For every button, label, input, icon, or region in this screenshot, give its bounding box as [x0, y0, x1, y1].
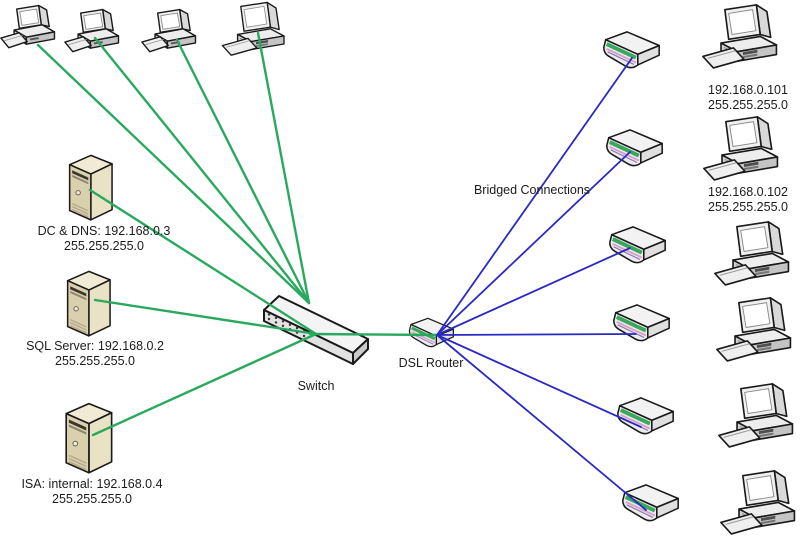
switch-label: Switch [297, 379, 335, 393]
server-isa-label: ISA: internal: 192.168.0.4 255.255.255.0 [2, 477, 182, 507]
remote-pc-1-label: 192.168.0.101 255.255.255.0 [688, 83, 800, 113]
workstation-3-icon [141, 6, 199, 59]
remote-pc-2-icon [701, 114, 787, 190]
modem-1-icon [597, 29, 665, 76]
bridged-link-modem-3 [436, 247, 631, 336]
workstation-2-icon [64, 6, 122, 59]
server-sql-icon [60, 268, 116, 338]
remote-pc-4-icon [714, 295, 800, 371]
remote-pc-2-mask: 255.255.255.0 [708, 200, 788, 214]
remote-pc-1-icon [700, 2, 786, 78]
lan-link-workstation-2 [93, 36, 311, 305]
dsl-router-icon [404, 316, 458, 353]
server-isa-icon [58, 400, 118, 475]
server-sql-name: SQL Server: 192.168.0.2 [26, 339, 164, 353]
bridged-connections-caption: Bridged Connections [473, 183, 591, 197]
remote-pc-3-icon [712, 219, 798, 295]
workstation-1-icon [0, 2, 58, 55]
dsl-router-label: DSL Router [398, 356, 464, 370]
switch-icon [260, 293, 372, 377]
server-dc-dns-label: DC & DNS: 192.168.0.3 255.255.255.0 [14, 224, 194, 254]
server-sql-mask: 255.255.255.0 [55, 354, 135, 368]
remote-pc-1-ip: 192.168.0.101 [708, 83, 788, 97]
lan-link-workstation-4 [256, 31, 311, 305]
bridged-link-modem-2 [436, 151, 631, 336]
remote-pc-6-icon [718, 468, 800, 544]
server-dc-dns-mask: 255.255.255.0 [64, 239, 144, 253]
modem-2-icon [600, 127, 668, 174]
server-sql-label: SQL Server: 192.168.0.2 255.255.255.0 [5, 339, 185, 369]
lan-link-workstation-3 [175, 38, 311, 305]
remote-pc-5-icon [716, 381, 800, 457]
remote-pc-2-ip: 192.168.0.102 [708, 185, 788, 199]
server-dc-dns-name: DC & DNS: 192.168.0.3 [37, 224, 171, 238]
modem-5-icon [611, 395, 679, 442]
remote-pc-1-mask: 255.255.255.0 [708, 98, 788, 112]
modem-6-icon [616, 482, 684, 529]
server-isa-name: ISA: internal: 192.168.0.4 [21, 477, 163, 491]
server-isa-mask: 255.255.255.0 [52, 492, 132, 506]
remote-pc-2-label: 192.168.0.102 255.255.255.0 [688, 185, 800, 215]
modem-4-icon [607, 302, 675, 349]
workstation-4-icon [220, 0, 292, 64]
server-dc-dns-icon [62, 152, 118, 222]
modem-3-icon [603, 224, 671, 271]
